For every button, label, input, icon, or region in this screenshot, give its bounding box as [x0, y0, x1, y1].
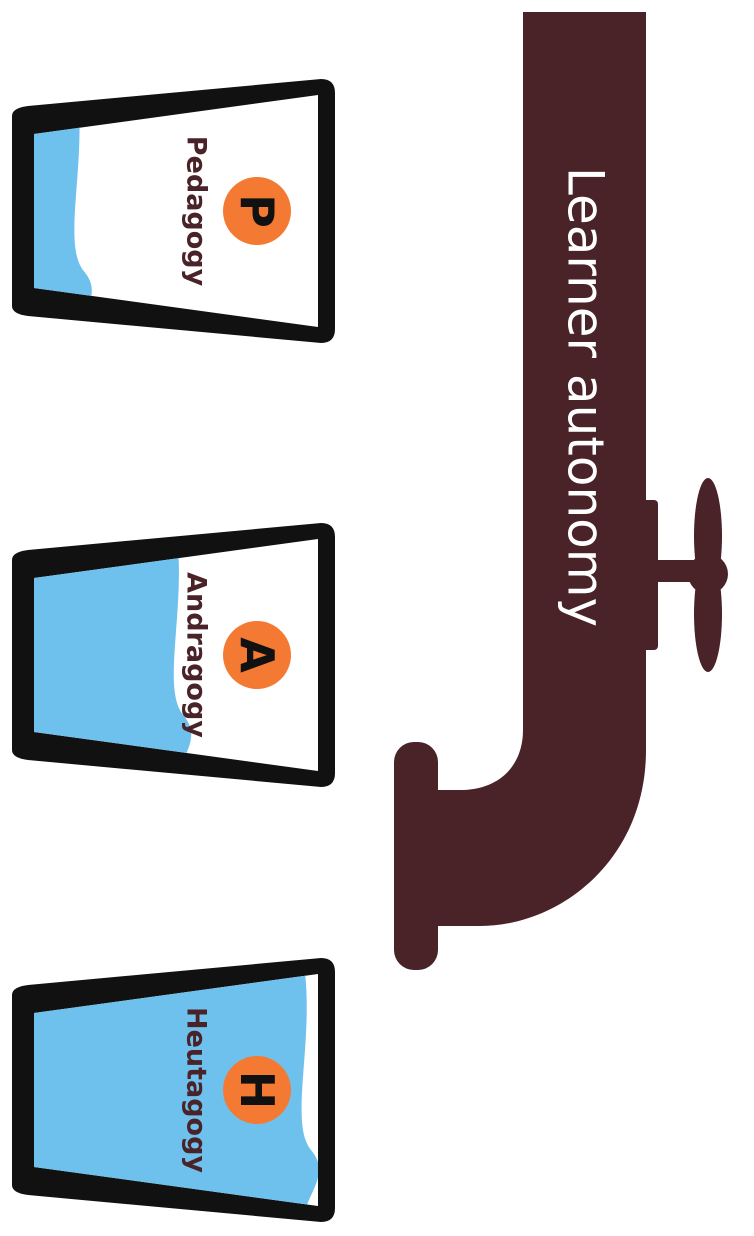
pipe-spout: [394, 742, 438, 970]
pipe-label: Learner autonomy: [557, 167, 615, 627]
cup-andragogy: A Andragogy: [0, 503, 335, 807]
cup-label: Heutagogy: [181, 1007, 212, 1173]
cup-label: Andragogy: [181, 572, 212, 738]
cup-label: Pedagogy: [181, 136, 212, 287]
tap-pipe: Learner autonomy: [394, 12, 728, 970]
cup-letter: P: [230, 194, 284, 228]
valve-handle-icon[interactable]: [688, 478, 728, 672]
cup-pedagogy: P Pedagogy: [0, 59, 335, 363]
cup-heutagogy: H Heutagogy: [0, 938, 335, 1236]
pipe-elbow: [430, 730, 646, 926]
cup-letter: H: [230, 1071, 284, 1110]
cup-letter: A: [230, 637, 284, 673]
